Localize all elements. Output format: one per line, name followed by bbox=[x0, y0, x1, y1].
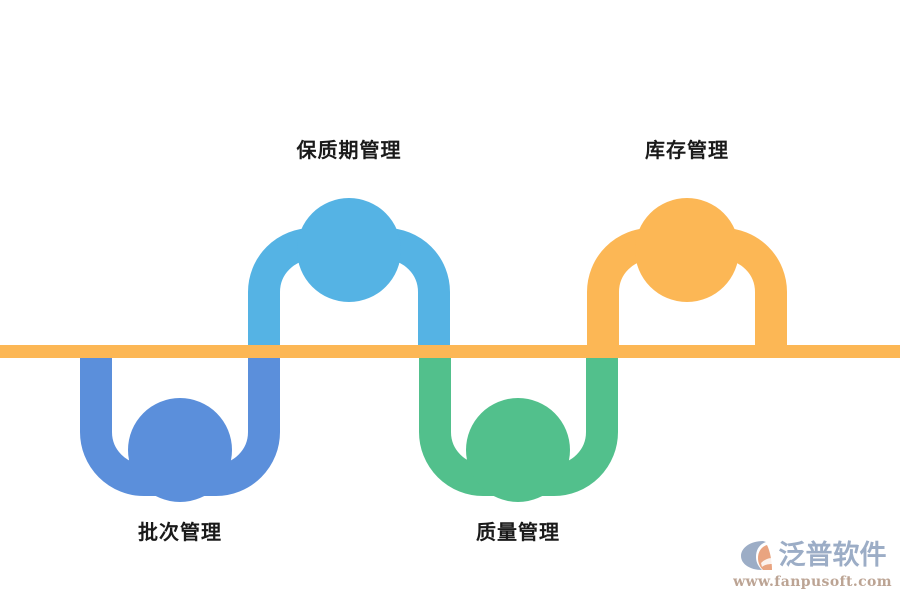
node-group-quality-management[interactable] bbox=[419, 351, 618, 502]
node-group-shelf-life-management[interactable] bbox=[248, 198, 450, 358]
node-circle-shelf-life-management bbox=[297, 198, 401, 302]
timeline-axis bbox=[0, 345, 900, 358]
node-group-inventory-management[interactable] bbox=[587, 198, 787, 358]
node-circle-inventory-management bbox=[635, 198, 739, 302]
node-circle-quality-management bbox=[466, 398, 570, 502]
node-group-batch-management[interactable] bbox=[80, 351, 280, 502]
node-label-batch-management: 批次管理 bbox=[138, 520, 222, 544]
node-label-shelf-life-management: 保质期管理 bbox=[296, 138, 402, 162]
node-label-inventory-management: 库存管理 bbox=[645, 138, 729, 162]
node-label-quality-management: 质量管理 bbox=[476, 520, 560, 544]
node-circle-batch-management bbox=[128, 398, 232, 502]
